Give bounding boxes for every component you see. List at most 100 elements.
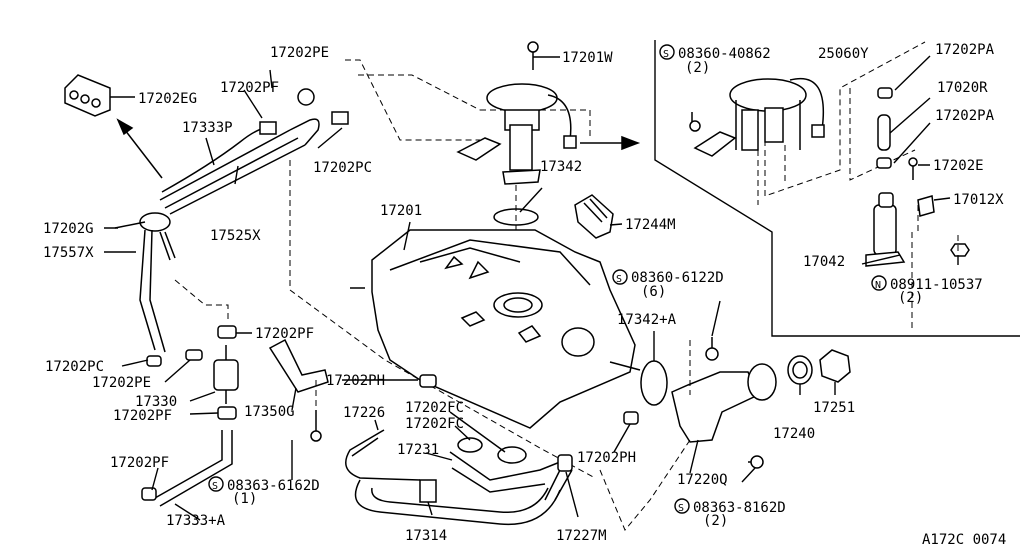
clamp-17202PC-bottom	[146, 355, 162, 367]
clamp-17202FC-a	[497, 446, 527, 464]
bolt-prefix-symbol: S	[616, 274, 622, 285]
hose-17226	[345, 429, 421, 481]
seal-17240	[787, 355, 813, 385]
fuel-pump-assembly	[456, 83, 577, 185]
fuel-filter-17330	[213, 345, 239, 404]
label-08363-8162D: 08363-8162D	[693, 500, 786, 516]
bolt-prefix-symbol: S	[212, 481, 218, 492]
tube-bundle-17525X	[159, 118, 320, 215]
clamp-17202PF-bottom	[141, 487, 157, 501]
label-17202PC-top: 17202PC	[313, 160, 372, 176]
label-17042: 17042	[803, 254, 845, 270]
bolt-08360-6122D	[705, 337, 719, 361]
label-17525X: 17525X	[210, 228, 261, 244]
clamp-17202FC-b	[457, 437, 483, 453]
label-17202PF-mid: 17202PF	[255, 326, 314, 342]
clamp-17202PH-right	[623, 411, 639, 425]
clamp-17202PE-bottom	[185, 349, 203, 361]
callout-08363-8162D: S 08363-8162D (2)	[674, 498, 786, 529]
label-17342: 17342	[540, 159, 582, 175]
label-17342A: 17342+A	[617, 312, 677, 328]
reference-code: A172C 0074	[922, 532, 1006, 548]
hose-17333P	[161, 127, 266, 193]
label-08363-8162D-qty: (2)	[703, 513, 728, 529]
label-17202PF-low: 17202PF	[113, 408, 172, 424]
label-17202PA-a: 17202PA	[935, 42, 995, 58]
bolt-08363-6162D	[310, 410, 322, 442]
clamp-17202PE-top	[297, 88, 315, 106]
label-17202FC-a: 17202FC	[405, 400, 464, 416]
inset-fuel-pump-module	[693, 77, 825, 205]
label-17314: 17314	[405, 528, 447, 544]
label-17220Q: 17220Q	[677, 472, 728, 488]
label-08363-6162D-qty: (1)	[232, 491, 257, 507]
label-17202PA-b: 17202PA	[935, 108, 995, 124]
arrow-to-clip	[124, 129, 163, 179]
inset-dashed-outline	[764, 41, 926, 197]
clamp-17202PF-low	[217, 406, 237, 420]
inset-clamp-17202PA-a	[877, 87, 893, 99]
label-17202PH-left: 17202PH	[326, 373, 385, 389]
label-08360-6122D-qty: (6)	[641, 284, 666, 300]
inset-screw-17202E	[908, 157, 918, 180]
bolt-17201W	[527, 41, 539, 70]
label-17244M: 17244M	[625, 217, 676, 233]
tube-17557X	[139, 229, 176, 353]
hose-17231	[449, 451, 561, 493]
label-17202PF-bottom: 17202PF	[110, 455, 169, 471]
callout-08911-10537: N 08911-10537 (2)	[871, 275, 983, 306]
label-17226: 17226	[343, 405, 385, 421]
callout-08360-40862: S 08360-40862 (2)	[659, 44, 771, 76]
label-17202PE-top: 17202PE	[270, 45, 329, 61]
hose-17333A	[154, 430, 233, 507]
label-17251: 17251	[813, 400, 855, 416]
label-08360-40862-qty: (2)	[685, 60, 710, 76]
inset-hose-17020R	[877, 114, 891, 151]
label-17202E: 17202E	[933, 158, 984, 174]
label-17202PE-bottom: 17202PE	[92, 375, 151, 391]
grommet-17202G	[114, 212, 171, 232]
inset-bolt	[689, 112, 701, 132]
label-25060Y: 25060Y	[818, 46, 869, 62]
label-17227M: 17227M	[556, 528, 607, 544]
label-17202G: 17202G	[43, 221, 94, 237]
label-08363-6162D: 08363-6162D	[227, 478, 320, 494]
inset-frame	[654, 40, 1020, 337]
clip-17202EG	[64, 74, 111, 117]
filler-tube-17220Q	[671, 363, 777, 443]
clamp-17202PF-top	[259, 121, 277, 135]
label-17012X: 17012X	[953, 192, 1004, 208]
fuel-tank-17201	[350, 229, 641, 429]
bolt-prefix-symbol: S	[663, 49, 669, 60]
hose-17227M	[544, 454, 573, 501]
label-17202PH-right: 17202PH	[577, 450, 636, 466]
label-17333P: 17333P	[182, 120, 233, 136]
bolt-prefix-symbol: S	[678, 503, 684, 514]
label-17330: 17330	[135, 394, 177, 410]
label-08911-10537-qty: (2)	[898, 290, 923, 306]
label-17201W: 17201W	[562, 50, 613, 66]
label-17240: 17240	[773, 426, 815, 442]
label-08360-40862: 08360-40862	[678, 46, 771, 62]
label-17231: 17231	[397, 442, 439, 458]
inset-nut-08911	[950, 243, 970, 257]
label-17202PC-bottom: 17202PC	[45, 359, 104, 375]
label-17557X: 17557X	[43, 245, 94, 261]
callout-08360-6122D: S 08360-6122D (6)	[612, 269, 724, 300]
bolt-08363-8162D	[748, 455, 764, 469]
clamp-17202PF-mid	[217, 325, 237, 339]
gasket-17342A	[640, 360, 668, 406]
label-17202FC-b: 17202FC	[405, 416, 464, 432]
label-17202EG: 17202EG	[138, 91, 197, 107]
bracket-17350G	[268, 338, 329, 393]
inset-bracket-17012X	[917, 195, 935, 235]
label-17202PF-top: 17202PF	[220, 80, 279, 96]
guard-17244M	[574, 194, 614, 239]
label-17350G: 17350G	[244, 404, 295, 420]
nut-prefix-symbol: N	[875, 280, 881, 291]
callout-08363-6162D: S 08363-6162D (1)	[208, 476, 320, 507]
clamp-17202PC-top	[331, 111, 349, 125]
inset-pump-17042	[865, 192, 906, 267]
inset-clamp-17202PA-b	[876, 157, 892, 169]
